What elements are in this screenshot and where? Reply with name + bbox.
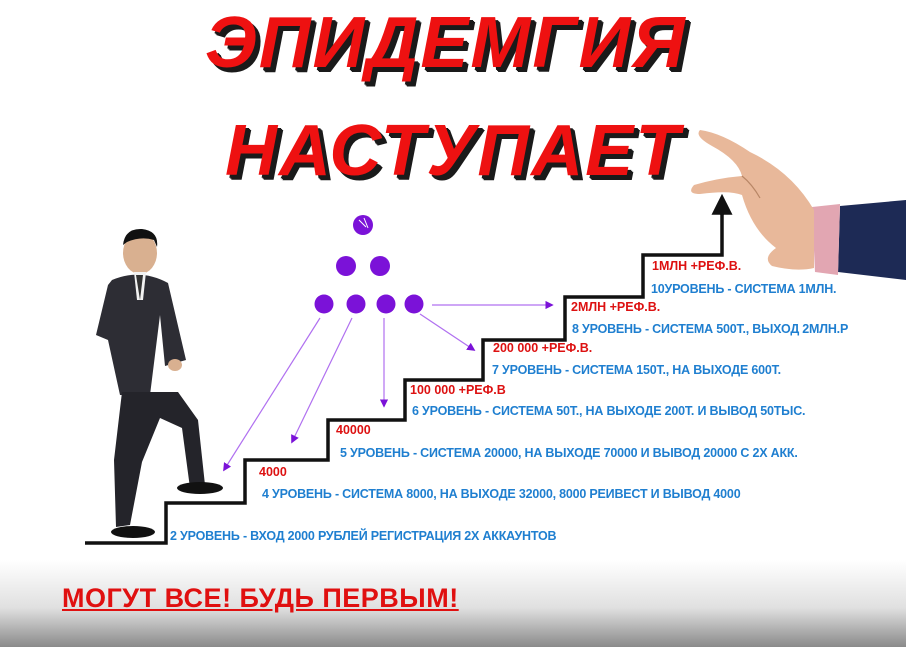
reward-4000: 4000 xyxy=(259,465,287,479)
level-10-text: 10УРОВЕНЬ - СИСТЕМА 1МЛН. xyxy=(651,282,837,296)
businessman-figure xyxy=(96,228,223,538)
slogan: МОГУТ ВСЕ! БУДЬ ПЕРВЫМ! xyxy=(62,583,459,613)
reward-2mln: 2МЛН +РЕФ.В. xyxy=(571,300,661,314)
level-4-text: 4 УРОВЕНЬ - СИСТЕМА 8000, НА ВЫХОДЕ 3200… xyxy=(262,487,741,501)
reward-40000: 40000 xyxy=(336,423,371,437)
reaching-hand xyxy=(691,130,906,280)
staircase-line xyxy=(85,200,724,545)
referral-arrows xyxy=(223,300,554,472)
referral-dots xyxy=(314,215,424,314)
footer-gradient-band xyxy=(0,560,906,647)
reward-200000: 200 000 +РЕФ.В. xyxy=(493,341,593,355)
level-2-text: 2 УРОВЕНЬ - ВХОД 2000 РУБЛЕЙ РЕГИСТРАЦИЯ… xyxy=(170,529,557,543)
reward-100000: 100 000 +РЕФ.В xyxy=(410,383,506,397)
level-5-text: 5 УРОВЕНЬ - СИСТЕМА 20000, НА ВЫХОДЕ 700… xyxy=(340,446,798,460)
headline-line-2: НАСТУПАЕТ xyxy=(225,111,682,191)
reward-1mln: 1МЛН +РЕФ.В. xyxy=(652,259,742,273)
level-7-text: 7 УРОВЕНЬ - СИСТЕМА 150Т., НА ВЫХОДЕ 600… xyxy=(492,363,781,377)
level-6-text: 6 УРОВЕНЬ - СИСТЕМА 50Т., НА ВЫХОДЕ 200Т… xyxy=(412,404,806,418)
headline-line-1: ЭПИДЕМГИЯ xyxy=(205,3,687,83)
level-8-text: 8 УРОВЕНЬ - СИСТЕМА 500Т., ВЫХОД 2МЛН.Р xyxy=(572,322,849,336)
